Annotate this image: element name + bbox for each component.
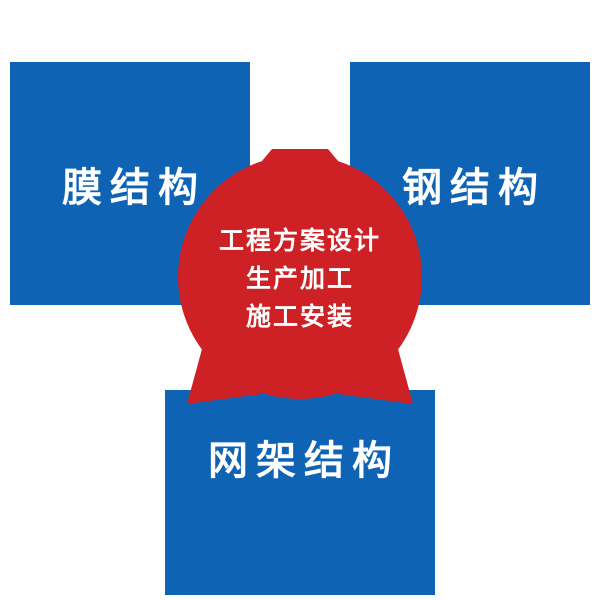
center-line-design: 工程方案设计 (218, 227, 381, 255)
box-steel-structure-label: 钢结构 (402, 165, 546, 210)
box-grid-structure: 网架结构 (165, 390, 435, 595)
box-membrane-structure: 膜结构 (10, 62, 250, 305)
center-line-production: 生产加工 (245, 265, 354, 293)
box-membrane-structure-label: 膜结构 (62, 165, 206, 210)
badge-circle-shape (178, 155, 422, 399)
box-grid-structure-label: 网架结构 (208, 439, 400, 483)
center-line-installation: 施工安装 (245, 303, 354, 331)
center-badge-text: 工程方案设计 生产加工 施工安装 (150, 222, 450, 336)
